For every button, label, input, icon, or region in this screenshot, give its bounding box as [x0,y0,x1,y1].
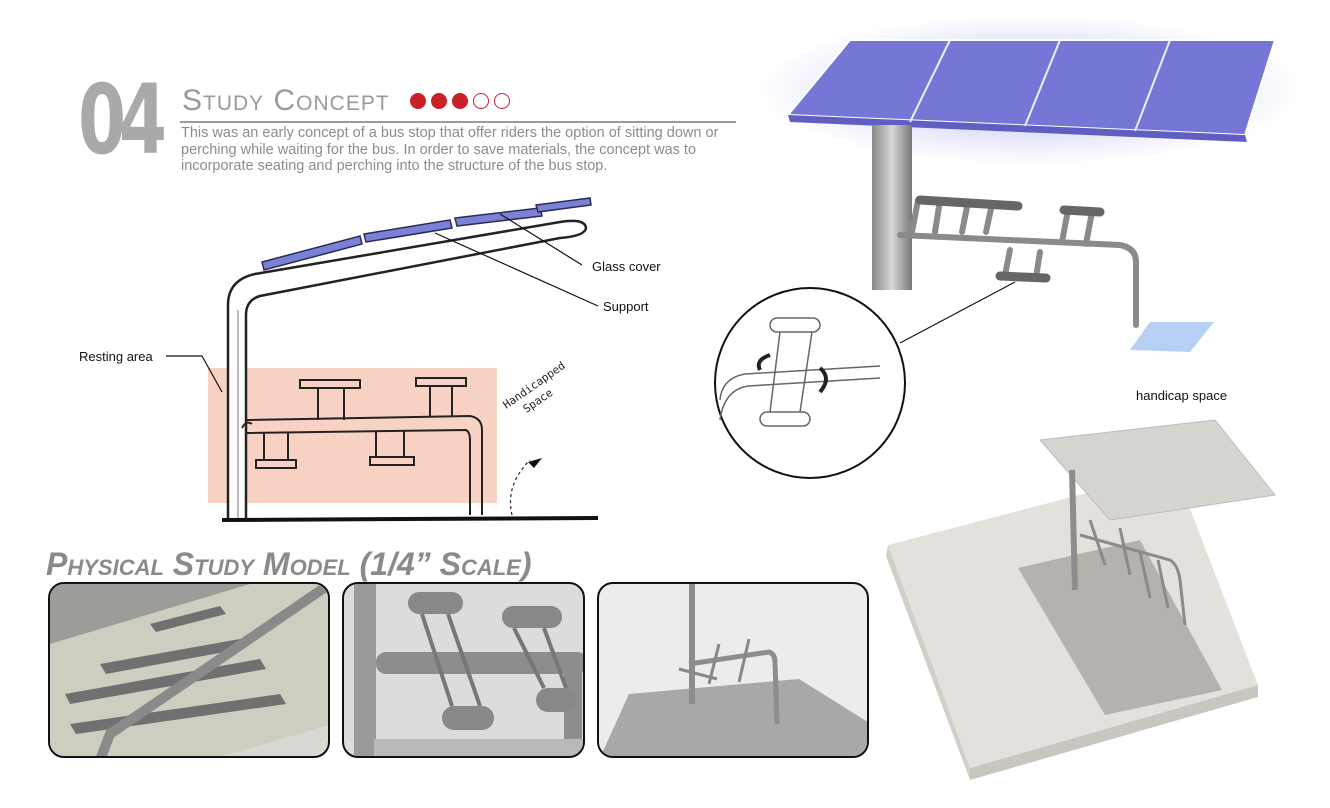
canopy-support [226,219,588,520]
glass-cover-label: Glass cover [592,259,661,274]
section-number: 04 [78,64,167,176]
progress-dot-empty [473,93,489,109]
render-pole [872,125,912,290]
glass-cover-panels [261,197,592,271]
render-seats [897,197,1139,328]
progress-dot-filled [452,93,468,109]
support-label: Support [603,299,649,314]
title-divider [180,121,736,123]
detail-zoom-circle [714,287,906,479]
handicap-space-label: handicap space [1136,388,1228,403]
ground-line [221,516,599,522]
model-photo-seats [342,582,585,758]
model-photo-underside [48,582,330,758]
progress-dot-empty [494,93,510,109]
seat-rail-sketch [241,377,483,515]
progress-dot-filled [431,93,447,109]
concept-description: This was an early concept of a bus stop … [181,125,719,174]
canopy-glass-roof [785,39,1277,142]
section-title: Study Concept [182,84,390,117]
progress-dots [410,93,510,109]
resting-area-label: Resting area [79,349,153,364]
physical-model-title: Physical Study Model (1/4” Scale) [46,546,532,582]
resting-area-highlight [208,368,497,503]
progress-dot-filled [410,93,426,109]
handicap-space-marker [1130,322,1214,352]
detail-zoom-content [719,317,881,427]
model-photo-overview [597,582,869,758]
